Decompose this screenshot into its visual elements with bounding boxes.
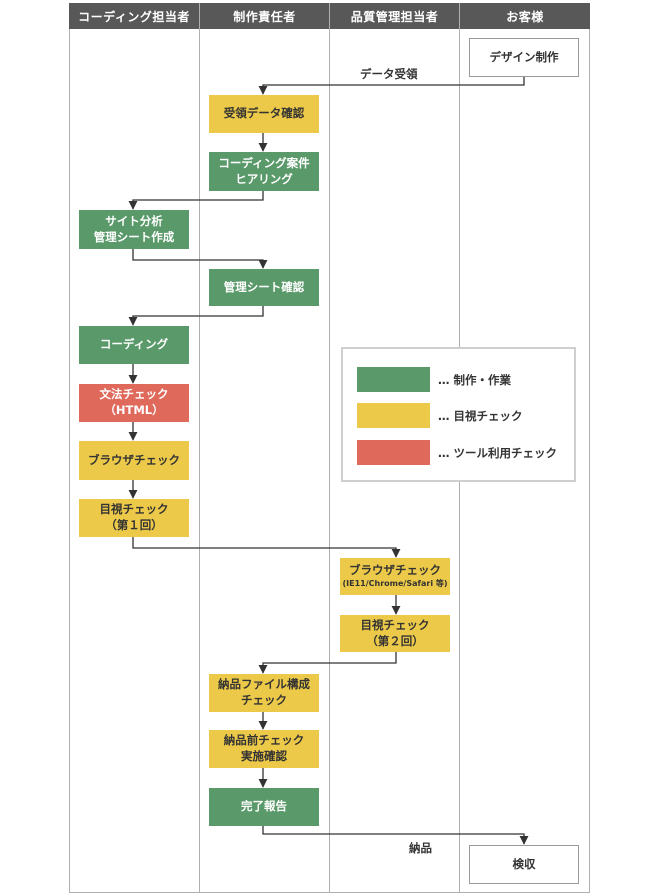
lane-divider	[199, 3, 200, 893]
arrow-design-to-receipt	[258, 77, 525, 95]
node-syntax-check: 文法チェック （HTML）	[79, 384, 189, 422]
node-received-data-check: 受領データ確認	[209, 95, 319, 133]
edge-label-data-received: データ受領	[360, 67, 418, 81]
legend-label-tool-check: … ツール利用チェック	[438, 445, 558, 460]
node-coding-hearing: コーディング案件 ヒアリング	[209, 152, 319, 191]
legend: … 制作・作業 … 目視チェック … ツール利用チェック	[341, 347, 576, 482]
node-pre-delivery-check: 納品前チェック 実施確認	[209, 730, 319, 768]
legend-label-visual-check: … 目視チェック	[438, 408, 523, 423]
arrow-analysis-to-sheetcheck	[132, 249, 268, 269]
node-visual-check-2: 目視チェック （第２回）	[340, 615, 450, 652]
lane-header-qa: 品質管理担当者	[330, 3, 459, 29]
legend-swatch-visual-check	[357, 403, 430, 428]
node-coding: コーディング	[79, 326, 189, 364]
legend-swatch-work	[357, 367, 430, 392]
arrow-hearing-to-analysis	[128, 191, 264, 210]
node-qa-browser-check-sub: (IE11/Chrome/Safari 等)	[342, 578, 448, 588]
lane-header-producer: 制作責任者	[200, 3, 329, 29]
node-delivery-file-check: 納品ファイル構成 チェック	[209, 674, 319, 712]
node-design-production: デザイン制作	[469, 38, 579, 77]
node-completion-report: 完了報告	[209, 788, 319, 826]
node-sheet-check: 管理シート確認	[209, 269, 319, 306]
edge-label-delivery: 納品	[409, 841, 432, 855]
node-visual-check-1: 目視チェック （第１回）	[79, 499, 189, 537]
lane-divider	[329, 3, 330, 893]
node-site-analysis: サイト分析 管理シート作成	[79, 210, 189, 249]
node-qa-browser-check: ブラウザチェック (IE11/Chrome/Safari 等)	[340, 558, 450, 595]
arrow-visual1-to-qabrowser	[132, 537, 401, 558]
arrow-sheetcheck-to-coding	[128, 306, 264, 326]
legend-swatch-tool-check	[357, 440, 430, 465]
lane-header-coder: コーディング担当者	[69, 3, 199, 29]
lane-header-client: お客様	[460, 3, 590, 29]
arrow-visual2-to-filecheck	[258, 652, 397, 674]
arrow-report-to-inspection	[262, 826, 529, 845]
node-browser-check: ブラウザチェック	[79, 441, 189, 480]
node-inspection: 検収	[469, 845, 579, 884]
legend-label-work: … 制作・作業	[438, 372, 512, 387]
node-qa-browser-check-title: ブラウザチェック	[349, 563, 441, 578]
